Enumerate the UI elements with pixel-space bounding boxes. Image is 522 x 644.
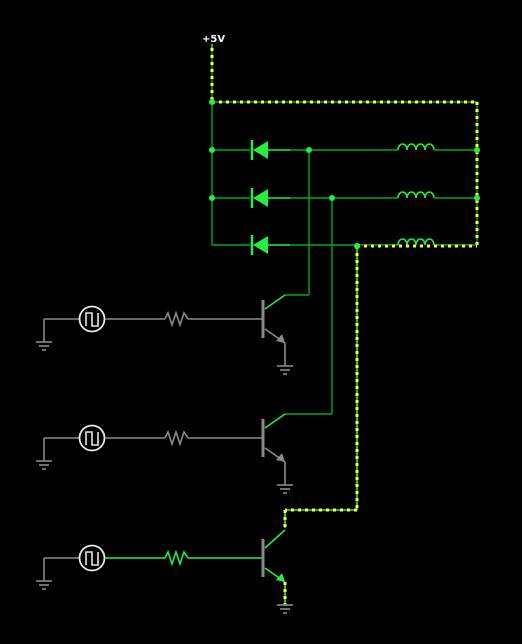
ground-emitter-2 <box>277 484 293 494</box>
supply-rail <box>210 48 479 246</box>
inductor-1[interactable] <box>397 143 477 151</box>
supply-label: +5V <box>202 34 225 45</box>
collector-wire-1 <box>285 150 310 296</box>
square-wave-source-1[interactable] <box>78 305 106 333</box>
inductor-2[interactable] <box>397 191 477 199</box>
inductor-3[interactable] <box>357 238 477 248</box>
square-wave-source-3[interactable] <box>78 544 106 572</box>
ground-emitter-1 <box>277 365 293 375</box>
transistor-3[interactable] <box>261 529 287 605</box>
square-wave-source-2[interactable] <box>78 424 106 452</box>
diode-2[interactable] <box>250 188 290 208</box>
resistor-3[interactable] <box>105 549 262 567</box>
diode-3[interactable] <box>250 235 290 255</box>
transistor-2[interactable] <box>261 413 286 485</box>
junction-nodes <box>209 99 480 249</box>
ground-source-2 <box>36 437 79 470</box>
ground-source-3 <box>36 557 79 590</box>
ground-emitter-3 <box>277 604 293 614</box>
collector-wire-2 <box>285 198 333 415</box>
diode-1[interactable] <box>250 140 290 160</box>
resistor-1[interactable] <box>105 310 262 328</box>
transistor-1[interactable] <box>261 294 286 366</box>
resistor-2[interactable] <box>105 429 262 447</box>
collector-wire-3 <box>283 245 359 530</box>
ground-source-1 <box>36 318 79 351</box>
